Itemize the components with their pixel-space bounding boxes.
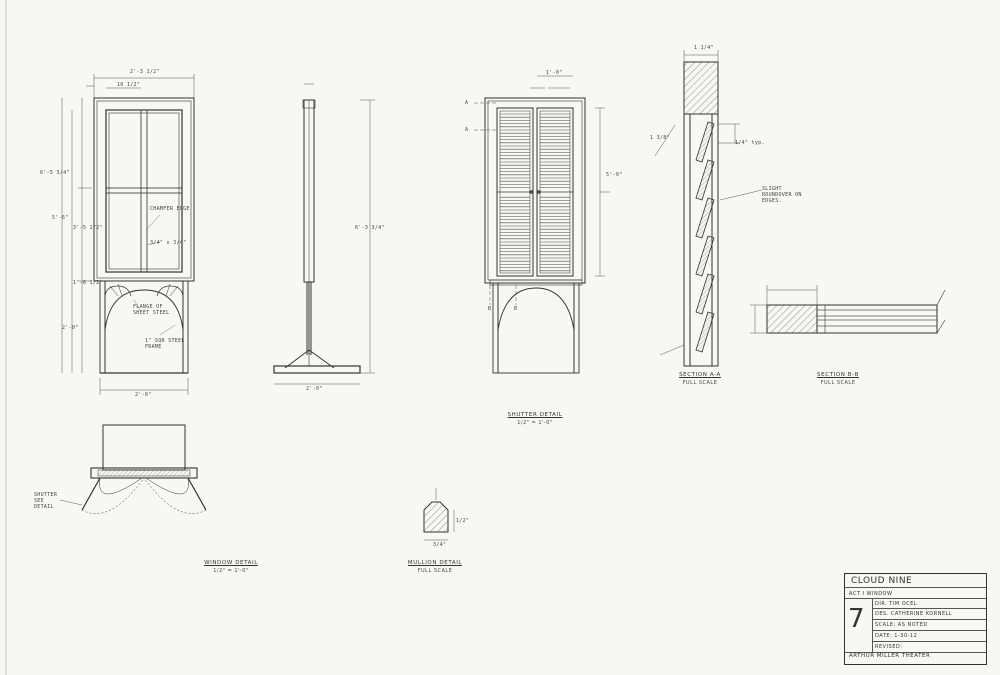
louver-slat xyxy=(695,197,715,239)
note-chamfer: CHAMFER EDGE xyxy=(150,206,190,212)
shutter-elevation xyxy=(474,75,610,374)
theater-name: ARTHUR MILLER THEATER xyxy=(849,653,931,659)
louver-slat xyxy=(695,273,715,315)
side-elevation xyxy=(273,83,375,385)
show-title: CLOUD NINE xyxy=(851,576,913,586)
designer: DES. CATHERINE KORNELL xyxy=(875,611,953,617)
title-window-detail: WINDOW DETAIL xyxy=(204,560,258,566)
note-roundover: SLIGHT ROUNDOVER ON EDGES. xyxy=(762,186,802,204)
dim-base-width: 2'-0" xyxy=(135,392,152,398)
dim-window-height: 6'-5 3/4" xyxy=(40,170,70,176)
dim-section-width: 1 1/4" xyxy=(694,45,714,51)
note-mullion-size: 3/4" x 3/4" xyxy=(150,240,187,246)
date: DATE: 1-30-12 xyxy=(875,633,918,639)
act-scene: ACT I WINDOW xyxy=(849,591,893,597)
louver-slat xyxy=(695,311,715,353)
title-block: CLOUD NINE ACT I WINDOW 7 DIR. TIM OCEL … xyxy=(844,573,987,665)
dim-mullion-width: 3/4" xyxy=(433,542,447,548)
title-shutter-detail: SHUTTER DETAIL xyxy=(507,412,563,418)
note-steel-frame: 1" SQR STEEL FRAME xyxy=(145,338,185,350)
section-mark-b1: B xyxy=(488,306,492,312)
dim-window-lower: 1'-8 1/2" xyxy=(73,280,103,286)
dim-shutter-top: 1'-0" xyxy=(546,70,563,76)
window-plan xyxy=(59,424,207,514)
dim-side-height: 6'-3 3/4" xyxy=(355,225,385,231)
scale-shutter-detail: 1/2" = 1'-0" xyxy=(517,420,553,426)
dim-window-total: 5'-6" xyxy=(52,215,69,221)
louver-slat xyxy=(695,159,715,201)
dim-shutter-height: 5'-0" xyxy=(606,172,623,178)
section-mark-a1: A xyxy=(465,100,469,106)
dim-mullion-height: 1/2" xyxy=(456,518,470,524)
plate-number: 7 xyxy=(848,604,865,634)
revised: REVISED: xyxy=(875,644,903,650)
dim-slat: 1 3/8" xyxy=(650,135,670,141)
scale-section-bb: FULL SCALE xyxy=(820,380,856,386)
scale-note: SCALE: AS NOTED xyxy=(875,622,928,628)
scale-mullion-detail: FULL SCALE xyxy=(417,568,453,574)
louver-slat xyxy=(695,121,715,163)
scale-window-detail: 1/2" = 1'-0" xyxy=(213,568,249,574)
dim-window-width: 2'-3 1/2" xyxy=(130,69,160,75)
title-section-bb: SECTION B-B xyxy=(817,372,859,378)
louver-slats xyxy=(695,121,715,353)
section-aa xyxy=(654,50,763,367)
window-elevation xyxy=(61,74,195,395)
dim-side-base: 2'-0" xyxy=(306,386,323,392)
section-mark-a2: A xyxy=(465,127,469,133)
section-mark-b2: B xyxy=(514,306,518,312)
note-shutter-ref: SHUTTER SEE DETAIL xyxy=(34,492,58,510)
note-flange: FLANGE OF SHEET STEEL xyxy=(133,304,170,316)
section-bb xyxy=(750,285,946,334)
dim-window-upper: 3'-5 1/2" xyxy=(73,225,103,231)
shutter-slats xyxy=(500,113,570,272)
scale-section-aa: FULL SCALE xyxy=(682,380,718,386)
note-typ: 1/4" typ. xyxy=(735,140,765,146)
title-section-aa: SECTION A-A xyxy=(679,372,721,378)
mullion-profile xyxy=(423,488,455,541)
director: DIR. TIM OCEL xyxy=(875,601,918,607)
title-mullion-detail: MULLION DETAIL xyxy=(407,560,463,566)
dim-window-base: 2'-0" xyxy=(62,325,79,331)
louver-slat xyxy=(695,235,715,277)
dim-window-inner: 10 1/2" xyxy=(117,82,141,88)
